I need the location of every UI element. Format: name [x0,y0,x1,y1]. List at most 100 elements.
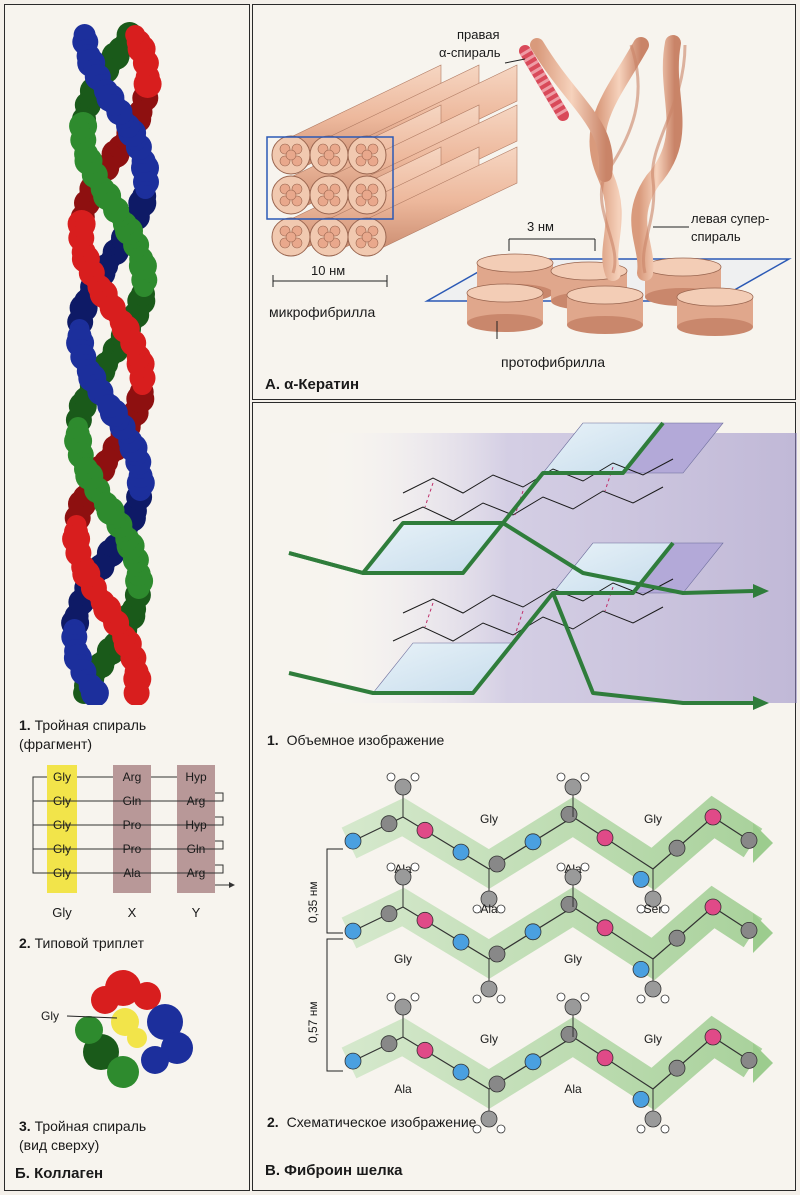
supercoil-ropes [530,35,687,281]
helix-residue [97,394,122,418]
dim-10nm-bracket [272,275,388,287]
dist2-bracket [326,938,343,1072]
backbone-atom [344,922,362,940]
side-chain-atom [394,998,412,1016]
gly-column-bg [47,765,77,893]
fig3-caption-text: Тройная спираль [34,1118,147,1134]
triplet-cell: Gly [53,842,71,856]
residue-label: Gly [644,1032,662,1046]
fibroin-panel: 1. Объемное изображение GlyGlyAlaAlaAlaS… [252,402,797,1191]
fibroin-fig2-caption: Схематическое изображение [287,1114,477,1130]
fig1-caption-line1: 1. Тройная спираль [19,717,146,733]
helix-residue [96,497,125,525]
triplet-cell: Gly [53,770,71,784]
triplet-cell: Gln [123,794,142,808]
right-alpha-helix [519,45,569,121]
triplet-cell: Pro [123,818,142,832]
residue-label: Ala [480,902,498,916]
fig2-number: 2. [19,935,31,951]
topview-residue [91,986,119,1014]
side-chain-atom [480,1110,498,1128]
topview-residue [107,1056,139,1088]
fibroin-fig2-number: 2. [267,1114,279,1130]
backbone-atom [704,898,722,916]
fig3-number: 3. [19,1118,31,1134]
collagen-title: Б. Коллаген [15,1165,104,1182]
backbone-atom [740,922,758,939]
backbone-atom [560,1026,578,1043]
backbone-atom [380,905,398,923]
fig1-number: 1. [19,717,31,733]
residue-label: Ala [394,1082,412,1096]
residue-label: Gly [564,952,582,966]
side-chain-atom [394,868,412,886]
protofibril-disc [466,283,544,303]
triplet-cell: Arg [123,770,142,784]
backbone-atom [596,829,614,847]
backbone-atom [452,933,470,951]
topview-residue [75,1016,103,1044]
helix-residue [99,295,126,321]
right-helix-label-1: правая [457,27,500,42]
helix-residue [125,25,146,45]
backbone-atom [668,1059,686,1077]
backbone-atom [488,1075,506,1093]
side-chain-atom [644,980,662,998]
microfibril-frame [266,136,394,220]
backbone-atom [704,808,722,826]
backbone-atom [632,870,650,888]
residue-label: Gly [480,812,498,826]
svg-text:1. Объемное изображение: 1. Объемное изображение [267,732,445,748]
backbone-atom [668,839,686,857]
collagen-triple-helix [61,22,162,705]
side-chain-atom [394,778,412,796]
fig2-caption: 2. Типовой триплет [19,935,144,951]
microfibril-label: микрофибрилла [269,304,375,320]
fig3-caption-line2: (вид сверху) [19,1137,100,1153]
collagen-top-view: Gly [41,970,193,1088]
residue-label: Gly [394,952,412,966]
triplet-cell: Hyp [185,818,207,832]
dim-3nm-label: 3 нм [527,219,554,234]
backbone-atom [416,911,434,929]
topview-residue [133,982,161,1010]
triplet-cell: Gly [53,818,71,832]
backbone-atom [524,833,542,851]
keratin-title: А. α-Кератин [265,376,359,393]
backbone-atom [632,1091,650,1108]
backbone-atom [416,821,434,839]
backbone-atom [524,923,542,941]
helix-residue [80,679,109,705]
gly-pointer-label: Gly [41,1009,59,1023]
backbone-atom [560,895,578,913]
triplet-column-label: Gly [52,905,72,920]
dim-3nm-bracket [508,238,596,251]
left-supercoil-label-2: спираль [691,229,741,244]
backbone-atom [344,1052,362,1070]
residue-label: Gly [480,1032,498,1046]
backbone-atom [488,945,506,963]
protofibril-disc [566,285,644,305]
triplet-cell: Gly [53,866,71,880]
backbone-atom [596,919,614,937]
pleated-sheet-3d [288,421,797,710]
backbone-atom [740,1052,758,1069]
topview-residue [111,1008,139,1036]
triplet-column-label: X [128,905,137,920]
y-column-bg [177,765,215,893]
topview-residue [127,1028,147,1048]
protofibril-disc [676,287,754,307]
side-chain-atom [564,868,582,886]
dim-10nm-label: 10 нм [311,263,345,278]
protofibril-label: протофибрилла [501,354,605,370]
fibroin-diagram: 1. Объемное изображение GlyGlyAlaAlaAlaS… [265,421,797,1179]
keratin-panel: 10 нм микрофибрилла правая α-спираль лев… [252,4,796,400]
backbone-atom [488,855,506,873]
side-chain-atom [644,890,662,908]
topview-residue [161,1032,193,1064]
helix-residue [103,94,126,116]
residue-label: Ser [644,902,663,916]
backbone-atom [596,1049,614,1067]
